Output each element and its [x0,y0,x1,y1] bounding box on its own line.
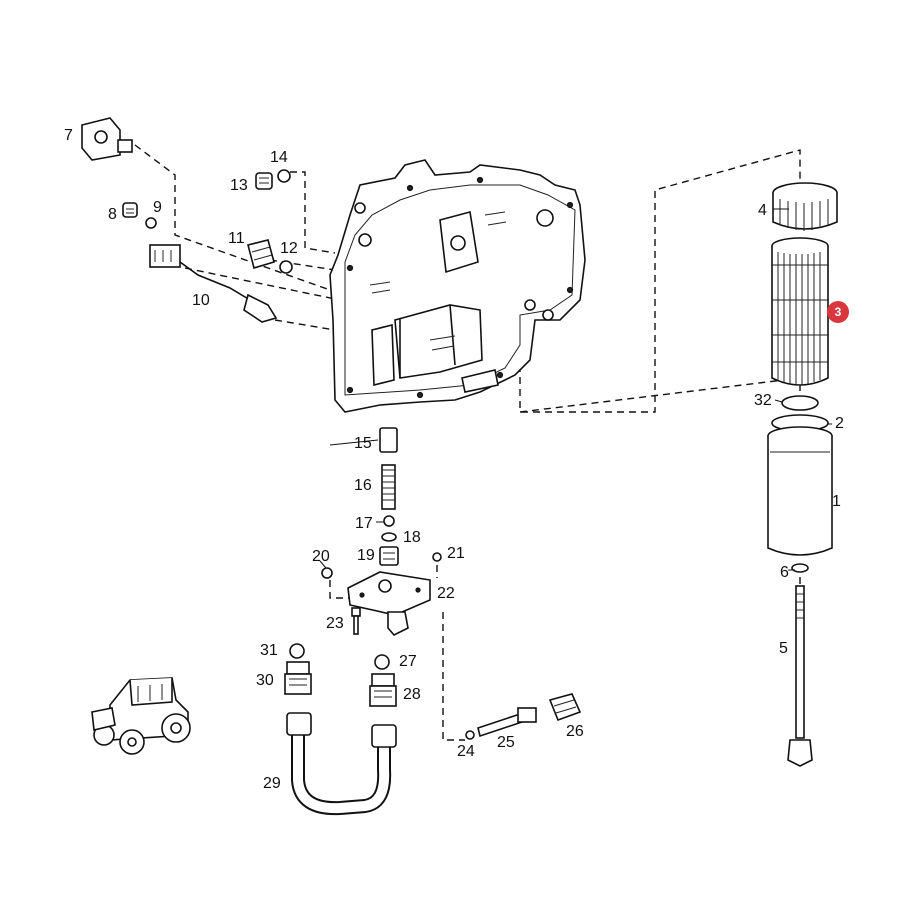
filter-bowl-1 [767,426,833,556]
main-housing [329,159,586,413]
callout-5: 5 [779,640,788,657]
callout-27: 27 [399,653,417,670]
callout-9: 9 [153,199,162,216]
fitting-28 [369,673,397,707]
plug-13 [255,172,273,190]
callout-28: 28 [403,686,421,703]
highlight-badge[interactable]: 3 [827,301,849,323]
callout-18: 18 [403,529,421,546]
callout-31: 31 [260,642,278,659]
callout-7: 7 [64,127,73,144]
highlight-badge-circle [827,301,849,323]
callout-23: 23 [326,615,344,632]
callout-4: 4 [758,202,767,219]
o-ring-20 [321,567,333,579]
o-ring-18 [381,532,397,542]
highlight-badge-label: 3 [835,305,842,319]
callout-17: 17 [355,515,373,532]
filter-cap-4 [772,182,838,231]
callout-24: 24 [457,743,475,760]
callout-30: 30 [256,672,274,689]
callout-16: 16 [354,477,372,494]
callout-11: 11 [228,230,245,247]
callout-14: 14 [270,149,288,166]
callout-32: 32 [754,392,772,409]
spring-16 [381,464,396,510]
callout-22: 22 [437,585,455,602]
callout-12: 12 [280,240,298,257]
o-ring-27 [374,654,390,670]
callout-10: 10 [192,292,210,309]
valve-15 [379,427,398,453]
callout-21: 21 [447,545,465,562]
bolt-23 [351,607,361,635]
o-ring-14 [277,169,291,183]
callout-29: 29 [263,775,281,792]
flange-22 [347,571,431,636]
o-ring-24 [465,730,475,740]
bolt-5 [787,585,813,767]
callout-8: 8 [108,206,117,223]
o-ring-21 [432,552,442,562]
washer-17 [383,515,395,527]
callout-2: 2 [835,415,844,432]
sensor-cable-10 [149,244,278,323]
o-ring-9 [145,217,157,229]
fitting-26 [548,693,582,722]
o-ring-12 [279,260,293,274]
callout-13: 13 [230,177,248,194]
tractor-illustration [91,677,191,755]
callout-20: 20 [312,548,330,565]
fitting-30 [284,661,312,695]
callout-6: 6 [780,564,789,581]
callout-19: 19 [357,547,375,564]
callout-leaders [319,208,832,571]
plug-11 [247,239,275,270]
plug-19 [379,546,399,566]
pipe-29 [286,712,397,816]
connector-25 [477,707,537,738]
callout-25: 25 [497,734,515,751]
callout-1: 1 [832,493,841,510]
solenoid-valve-7 [81,117,133,161]
filter-element-3 [771,237,829,386]
callout-26: 26 [566,723,584,740]
plug-8 [122,202,138,218]
seal-32 [781,395,819,411]
callout-labels: 1 2 4 5 6 7 8 9 10 11 12 13 14 15 16 17 … [64,127,844,792]
washer-6 [791,563,809,573]
o-ring-31 [289,643,305,659]
callout-15: 15 [354,435,372,452]
